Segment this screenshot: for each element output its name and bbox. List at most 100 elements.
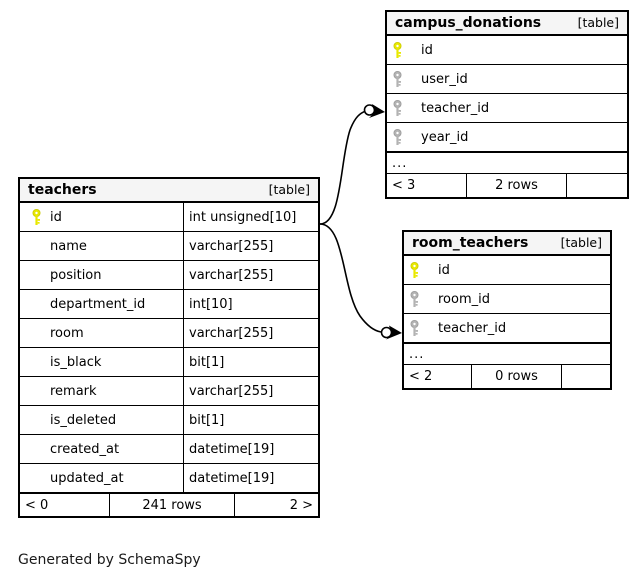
table-row[interactable]: department_id int[10] xyxy=(20,290,318,319)
table-campus-donations[interactable]: campus_donations [table] id xyxy=(385,10,629,199)
column-name: name xyxy=(20,232,183,260)
column-label: is_deleted xyxy=(50,412,117,428)
relationship-arrowhead-campus-donations xyxy=(369,104,385,118)
table-header-room-teachers: room_teachers [table] xyxy=(404,232,610,256)
table-row[interactable]: teacher_id xyxy=(404,314,610,343)
table-kind-label-campus-donations: [table] xyxy=(577,15,619,30)
column-name: room xyxy=(20,319,183,347)
table-title-teachers: teachers xyxy=(28,181,97,198)
column-name: year_id xyxy=(407,123,627,151)
column-label: room_id xyxy=(438,291,490,307)
column-name: id xyxy=(407,36,627,64)
column-type: bit[1] xyxy=(183,406,318,434)
table-row[interactable]: id int unsigned[10] xyxy=(20,203,318,232)
table-kind-label-teachers: [table] xyxy=(268,182,310,197)
primary-key-icon xyxy=(387,36,407,64)
table-kind-label-room-teachers: [table] xyxy=(560,235,602,250)
foreign-key-icon xyxy=(387,65,407,93)
primary-key-icon xyxy=(26,208,46,226)
column-name: remark xyxy=(20,377,183,405)
column-label: created_at xyxy=(50,441,120,457)
column-type: varchar[255] xyxy=(183,232,318,260)
table-row[interactable]: id xyxy=(404,256,610,285)
column-label: id xyxy=(438,262,450,278)
prev-page-button[interactable]: < 0 xyxy=(20,494,110,516)
column-label: name xyxy=(50,238,87,254)
column-label: room xyxy=(50,325,84,341)
column-label: remark xyxy=(50,383,97,399)
column-name: room_id xyxy=(424,285,610,313)
table-title-room-teachers: room_teachers xyxy=(412,234,529,251)
column-name: user_id xyxy=(407,65,627,93)
table-teachers[interactable]: teachers [table] id int unsigned[10] nam… xyxy=(18,177,320,518)
table-row[interactable]: room varchar[255] xyxy=(20,319,318,348)
column-name: is_deleted xyxy=(20,406,183,434)
more-columns-indicator: ... xyxy=(404,343,610,365)
next-page-button[interactable] xyxy=(567,174,627,197)
table-row[interactable]: year_id xyxy=(387,123,627,152)
table-row[interactable]: teacher_id xyxy=(387,94,627,123)
column-name: position xyxy=(20,261,183,289)
column-label: id xyxy=(50,209,62,225)
relationship-endpoint-circle-room-teachers xyxy=(380,326,393,339)
column-type: bit[1] xyxy=(183,348,318,376)
table-footer-campus-donations: < 3 2 rows xyxy=(387,174,627,197)
column-label: teacher_id xyxy=(438,320,507,336)
column-type: varchar[255] xyxy=(183,377,318,405)
column-type: varchar[255] xyxy=(183,261,318,289)
foreign-key-icon xyxy=(404,314,424,342)
table-header-campus-donations: campus_donations [table] xyxy=(387,12,627,36)
table-row[interactable]: remark varchar[255] xyxy=(20,377,318,406)
column-name: updated_at xyxy=(20,464,183,492)
table-footer-room-teachers: < 2 0 rows xyxy=(404,365,610,388)
foreign-key-icon xyxy=(387,94,407,122)
column-label: year_id xyxy=(421,129,469,145)
table-header-teachers: teachers [table] xyxy=(20,179,318,203)
column-label: teacher_id xyxy=(421,100,490,116)
column-label: position xyxy=(50,267,102,283)
table-row[interactable]: updated_at datetime[19] xyxy=(20,464,318,493)
table-row[interactable]: position varchar[255] xyxy=(20,261,318,290)
column-label: user_id xyxy=(421,71,468,87)
column-name: created_at xyxy=(20,435,183,463)
table-room-teachers[interactable]: room_teachers [table] id xyxy=(402,230,612,390)
column-name: teacher_id xyxy=(424,314,610,342)
row-count-label: 2 rows xyxy=(467,174,567,197)
generated-by-caption: Generated by SchemaSpy xyxy=(18,552,201,568)
column-name: teacher_id xyxy=(407,94,627,122)
primary-key-icon xyxy=(404,256,424,284)
table-row[interactable]: id xyxy=(387,36,627,65)
relationship-line-room-teachers xyxy=(319,223,382,333)
column-name: is_black xyxy=(20,348,183,376)
column-name: department_id xyxy=(20,290,183,318)
prev-page-button[interactable]: < 3 xyxy=(387,174,467,197)
relationship-endpoint-circle-campus-donations xyxy=(363,104,376,116)
next-page-button[interactable] xyxy=(562,365,610,388)
relationship-line-campus-donations xyxy=(319,110,367,225)
column-type: datetime[19] xyxy=(183,435,318,463)
column-label: is_black xyxy=(50,354,102,370)
column-label: department_id xyxy=(50,296,146,312)
table-row[interactable]: is_deleted bit[1] xyxy=(20,406,318,435)
table-row[interactable]: created_at datetime[19] xyxy=(20,435,318,464)
table-row[interactable]: room_id xyxy=(404,285,610,314)
column-type: varchar[255] xyxy=(183,319,318,347)
row-count-label: 241 rows xyxy=(110,494,235,516)
table-row[interactable]: user_id xyxy=(387,65,627,94)
foreign-key-icon xyxy=(387,123,407,151)
column-name: id xyxy=(20,203,183,231)
column-type: datetime[19] xyxy=(183,464,318,492)
column-type: int unsigned[10] xyxy=(183,203,318,231)
table-title-campus-donations: campus_donations xyxy=(395,14,542,31)
table-row[interactable]: name varchar[255] xyxy=(20,232,318,261)
relationship-arrowhead-room-teachers xyxy=(386,325,402,340)
column-label: updated_at xyxy=(50,470,124,486)
foreign-key-icon xyxy=(404,285,424,313)
column-name: id xyxy=(424,256,610,284)
table-row[interactable]: is_black bit[1] xyxy=(20,348,318,377)
prev-page-button[interactable]: < 2 xyxy=(404,365,472,388)
column-label: id xyxy=(421,42,433,58)
next-page-button[interactable]: 2 > xyxy=(289,497,313,513)
column-type: int[10] xyxy=(183,290,318,318)
row-count-label: 0 rows xyxy=(472,365,562,388)
